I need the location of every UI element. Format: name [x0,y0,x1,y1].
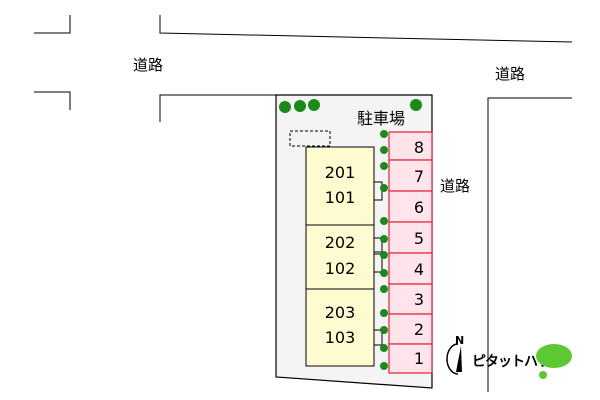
tree-icon [380,285,388,293]
parking-space-number: 6 [414,198,424,217]
unit-101: 101 [325,188,356,207]
parking-space-number: 1 [414,349,424,368]
parking-space: 2 [388,313,433,345]
unit-203: 203 [325,303,356,322]
tree-icon [410,99,422,111]
tree-icon [380,309,388,317]
tree-icon [380,146,388,154]
parking-space-number: 3 [414,290,424,309]
parking-space: 5 [388,221,433,254]
tree-icon [380,184,388,192]
tree-icon [380,362,388,370]
tree-icon [279,101,291,113]
tree-icon [380,235,388,243]
tree-icon [294,100,306,112]
parking-space: 1 [388,343,433,374]
compass-north-label: N [455,334,464,347]
parking-space: 6 [388,190,433,223]
unit-103: 103 [325,328,356,347]
tree-icon [380,344,388,352]
unit-102: 102 [325,259,356,278]
road-edge-mid [159,94,276,122]
parking-spaces: 8 7 6 5 4 3 2 [388,131,433,374]
parking-space: 3 [388,283,433,315]
building-block [305,224,375,290]
tree-icon [380,217,388,225]
brand-logo-icon [536,344,572,379]
building-block [305,288,375,367]
building-2: 202 102 [305,224,375,290]
road-label-top-right: 道路 [495,65,525,83]
unit-201: 201 [325,163,356,182]
tree-icon [308,99,320,111]
tree-icon [380,269,388,277]
trees-column [380,130,388,370]
road-edge-top-left [34,15,71,34]
building-3: 203 103 [305,288,375,367]
parking-space: 7 [388,159,433,192]
parking-label: 駐車場 [357,109,405,128]
building-block [305,146,375,226]
road-edge-top-right [159,15,573,43]
tree-icon [380,251,388,259]
parking-space-number: 8 [414,138,424,157]
tree-icon [380,162,388,170]
compass-icon: N [446,334,464,375]
parking-space-number: 4 [414,260,424,279]
parking-space-number: 5 [414,229,424,248]
trees-top [279,99,422,113]
road-label-right: 道路 [440,177,470,195]
dashed-area [289,130,331,147]
tree-icon [380,130,388,138]
road-edge-right [487,97,572,392]
tree-icon [380,326,388,334]
parking-space: 8 [388,131,433,161]
parking-space: 4 [388,252,433,285]
unit-202: 202 [325,233,356,252]
road-label-top-left: 道路 [133,56,163,74]
road-edge-bottom-left [34,91,71,110]
parking-space-number: 2 [414,320,424,339]
road-lines [34,15,573,392]
parking-space-number: 7 [414,167,424,186]
building-1: 201 101 [305,146,375,226]
